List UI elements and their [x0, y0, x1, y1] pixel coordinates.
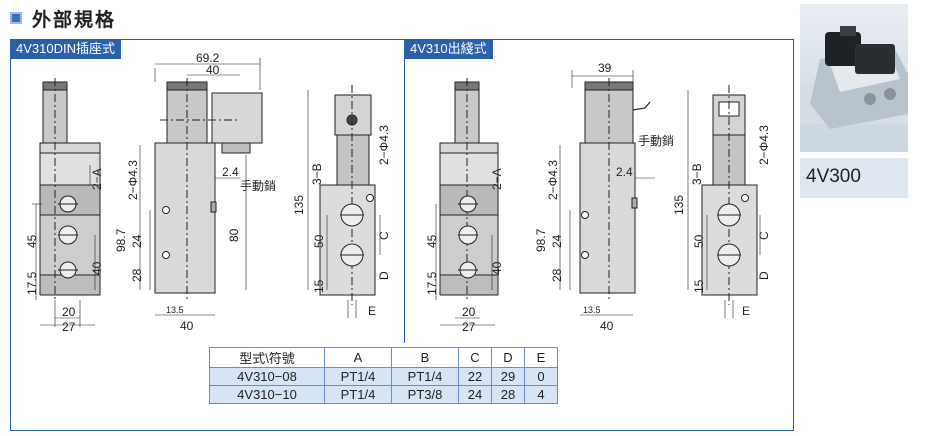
- dim-28: 28: [130, 268, 144, 282]
- header-b: B: [391, 347, 459, 368]
- dim-28-right: 28: [550, 268, 564, 282]
- din-front-view: [139, 58, 263, 316]
- header-model-symbol: 型式\符號: [209, 347, 325, 368]
- dim-50: 50: [312, 234, 326, 248]
- dim-d-right: D: [757, 271, 771, 280]
- dim-e-right: E: [742, 304, 750, 318]
- table-cell: 29: [491, 367, 525, 386]
- dim-27: 27: [62, 320, 76, 334]
- dim-45: 45: [25, 234, 39, 248]
- dim-135-right: 135: [672, 195, 686, 215]
- wire-right-view: [687, 85, 761, 318]
- table-cell: 0: [524, 367, 558, 386]
- table-cell: PT1/4: [391, 367, 459, 386]
- table-cell: 22: [458, 367, 492, 386]
- dim-50-right: 50: [692, 234, 706, 248]
- model-label-box: [800, 158, 908, 198]
- table-row: 4V310−10 PT1/4 PT3/8 24 28 4: [209, 385, 558, 404]
- dim-40-bottom-right: 40: [600, 319, 614, 333]
- dim-2-a-right: 2−A: [490, 168, 504, 190]
- spec-table: 型式\符號 A B C D E 4V310−08 PT1/4 PT1/4 22 …: [209, 347, 558, 404]
- dim-d: D: [377, 271, 391, 280]
- dim-80: 80: [227, 228, 241, 242]
- dim-3-b: 3−B: [310, 163, 324, 185]
- section-title: 外部規格: [32, 8, 117, 31]
- technical-drawings: 69.2 40 2.4 手動銷 40 13.5 20 27 E 2−A 45 1…: [25, 51, 771, 334]
- dim-135: 135: [292, 195, 306, 215]
- section-header: 外部規格: [10, 4, 116, 32]
- lead-wire-panel-label: 4V310出綫式: [404, 39, 493, 59]
- din-side-view: [32, 78, 101, 327]
- header-e: E: [524, 347, 558, 368]
- dim-15-right: 15: [692, 279, 706, 293]
- dim-3-b-right: 3−B: [690, 163, 704, 185]
- dim-c-right: C: [757, 231, 771, 240]
- dim-2-phi-4-3-front-right: 2−Φ4.3: [546, 160, 560, 200]
- dim-24: 24: [130, 234, 144, 248]
- header-d: D: [491, 347, 525, 368]
- dim-2-4-right: 2.4: [616, 165, 633, 179]
- product-photo: [800, 4, 908, 152]
- dim-40-vertical-right: 40: [490, 261, 504, 275]
- table-cell: 4: [524, 385, 558, 404]
- dim-2-phi-4-3-side-right: 2−Φ4.3: [757, 125, 771, 165]
- model-label: 4V300: [806, 166, 861, 187]
- table-header-row: 型式\符號 A B C D E: [209, 347, 558, 368]
- dim-39: 39: [598, 61, 612, 75]
- table-cell: 28: [491, 385, 525, 404]
- dim-40-vertical: 40: [90, 261, 104, 275]
- table-row: 4V310−08 PT1/4 PT1/4 22 29 0: [209, 367, 558, 386]
- dim-98-7-right: 98.7: [534, 228, 548, 252]
- table-cell: 24: [458, 385, 492, 404]
- table-cell: 4V310−08: [209, 367, 325, 386]
- dim-2-phi-4-3: 2−Φ4.3: [126, 160, 140, 200]
- dim-15: 15: [312, 279, 326, 293]
- header-c: C: [458, 347, 492, 368]
- dim-17-5: 17.5: [25, 271, 39, 295]
- dim-69-2: 69.2: [196, 51, 220, 65]
- wire-front-view: [559, 70, 655, 316]
- dim-2-a: 2−A: [90, 168, 104, 190]
- dim-c: C: [377, 231, 391, 240]
- table-cell: 4V310−10: [209, 385, 325, 404]
- square-bullet-icon: [10, 12, 22, 24]
- dim-13-5: 13.5: [166, 305, 184, 315]
- manual-pin-label-right: 手動銷: [638, 133, 674, 148]
- dim-20: 20: [62, 305, 76, 319]
- dim-27-right: 27: [462, 320, 476, 334]
- panel-divider: [404, 39, 405, 343]
- dim-13-5-right: 13.5: [583, 305, 601, 315]
- header-a: A: [324, 347, 392, 368]
- dim-2-4: 2.4: [222, 165, 239, 179]
- dim-24-right: 24: [550, 234, 564, 248]
- dim-20-right: 20: [462, 305, 476, 319]
- dim-e: E: [368, 304, 376, 318]
- dim-45-right: 45: [425, 234, 439, 248]
- dim-40-bottom: 40: [180, 319, 194, 333]
- dim-2-phi-4-3-right: 2−Φ4.3: [377, 125, 391, 165]
- table-cell: PT1/4: [324, 367, 392, 386]
- din-socket-panel-label: 4V310DIN插座式: [10, 39, 121, 59]
- dim-98-7: 98.7: [114, 228, 128, 252]
- dim-40-top: 40: [206, 63, 220, 77]
- dim-17-5-right: 17.5: [425, 271, 439, 295]
- din-right-view: [307, 85, 381, 318]
- table-cell: PT3/8: [391, 385, 459, 404]
- wire-side-view: [435, 78, 499, 326]
- manual-pin-label: 手動銷: [240, 178, 276, 193]
- table-cell: PT1/4: [324, 385, 392, 404]
